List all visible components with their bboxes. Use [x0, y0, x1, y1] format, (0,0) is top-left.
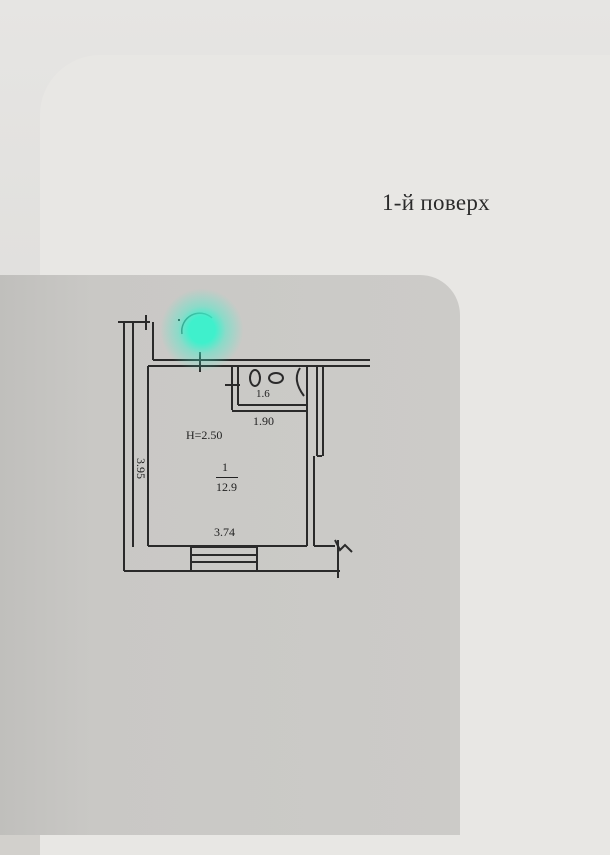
room-width-label: 3.74 — [214, 525, 235, 539]
floor-plan — [118, 312, 370, 578]
ceiling-height-label: H=2.50 — [186, 428, 223, 442]
room-depth-label: 3.95 — [134, 458, 148, 479]
fraction-line — [216, 477, 238, 478]
touch-indicator — [160, 288, 244, 372]
bathroom-area-label: 1.6 — [256, 388, 270, 400]
room-area-label: 12.9 — [216, 480, 237, 494]
floor-heading: 1-й поверх — [382, 190, 490, 215]
room-number-label: 1 — [222, 460, 228, 474]
bathroom-width-label: 1.90 — [253, 414, 274, 428]
